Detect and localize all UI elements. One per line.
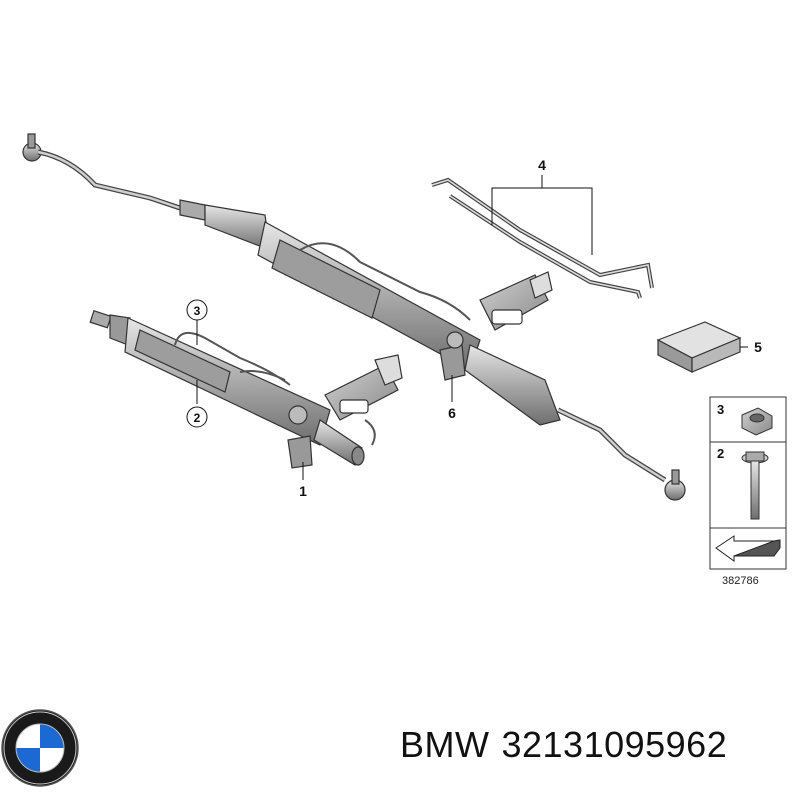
callout-5: 5 [754, 339, 762, 355]
bmw-logo-icon [1, 709, 79, 787]
part-caption: BMW 32131095962 [400, 724, 790, 766]
callout-circle-2 [186, 406, 208, 428]
legend-bolt-label: 2 [717, 446, 724, 461]
reference-number: 382786 [722, 575, 759, 587]
hydraulic-lines [431, 177, 654, 299]
callout-circle-3 [186, 299, 208, 321]
callout-leader-4 [491, 175, 593, 255]
callout-1: 1 [299, 483, 307, 499]
callout-3: 3 [194, 304, 201, 318]
part-number: 32131095962 [501, 724, 728, 765]
legend-nut-label: 3 [717, 402, 724, 417]
part-5-pad [656, 321, 742, 373]
callout-4: 4 [538, 157, 546, 173]
arrow-icon [715, 535, 781, 562]
nut-icon [741, 407, 773, 436]
brand-name: BMW [400, 724, 490, 765]
bolt-icon [741, 451, 769, 520]
steering-rack-lower [89, 310, 403, 469]
callout-2: 2 [194, 411, 201, 425]
callout-6: 6 [448, 405, 456, 421]
steering-rack-upper [22, 133, 686, 501]
